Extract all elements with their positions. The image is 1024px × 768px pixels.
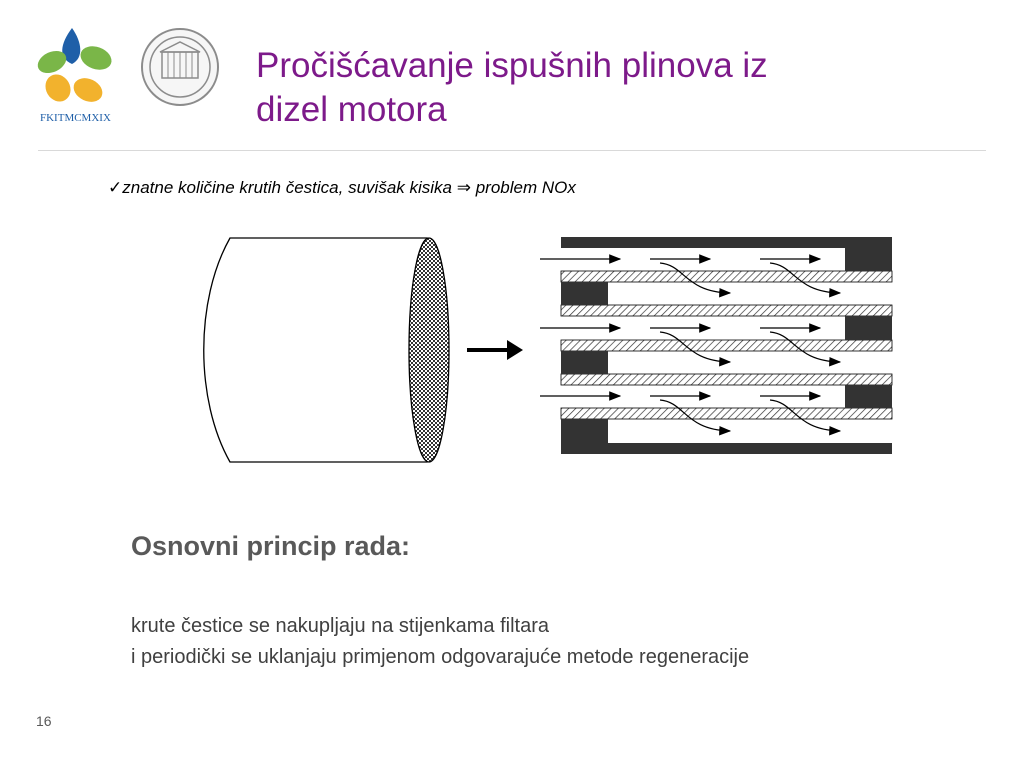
fkit-green-petal-left: [37, 50, 67, 74]
fkit-yellow-petal-right: [73, 78, 103, 102]
body-line1: krute čestice se nakupljaju na stijenkam…: [131, 615, 549, 637]
slide-title-line1: Pročišćavanje ispušnih plinova iz: [256, 46, 768, 85]
bullet-text-before: znatne količine krutih čestica, suvišak …: [122, 178, 452, 197]
body-line2: i periodički se uklanjaju primjenom odgo…: [131, 646, 750, 668]
fkit-green-petal-right: [80, 46, 112, 70]
bullet-text-after: problem NOx: [475, 178, 576, 197]
implies-arrow-icon: ⇒: [456, 178, 471, 197]
check-icon: ✓: [108, 178, 123, 197]
slide-title-line2: dizel motora: [256, 90, 447, 129]
fkit-yellow-petal-left: [45, 74, 71, 102]
logos: FKITMCMXIX: [37, 28, 219, 124]
channel-cross-section: [540, 237, 893, 454]
page-number: 16: [36, 713, 52, 729]
fkit-blue-drop: [62, 28, 81, 64]
fkit-logo: FKITMCMXIX: [37, 28, 112, 124]
body-text: krute čestice se nakupljaju na stijenkam…: [131, 611, 749, 673]
filter-cylinder: [203, 237, 450, 463]
cylinder-face: [408, 237, 450, 463]
transition-arrow: [467, 340, 523, 360]
fkit-logo-text: FKITMCMXIX: [40, 112, 111, 124]
slide-title: Pročišćavanje ispušnih plinova iz dizel …: [256, 44, 956, 132]
university-seal: [141, 28, 219, 106]
section-subtitle: Osnovni princip rada:: [131, 531, 411, 561]
bullet-point: ✓znatne količine krutih čestica, suvišak…: [108, 178, 576, 198]
header-divider: [38, 150, 986, 151]
filter-diagram: [203, 237, 893, 463]
